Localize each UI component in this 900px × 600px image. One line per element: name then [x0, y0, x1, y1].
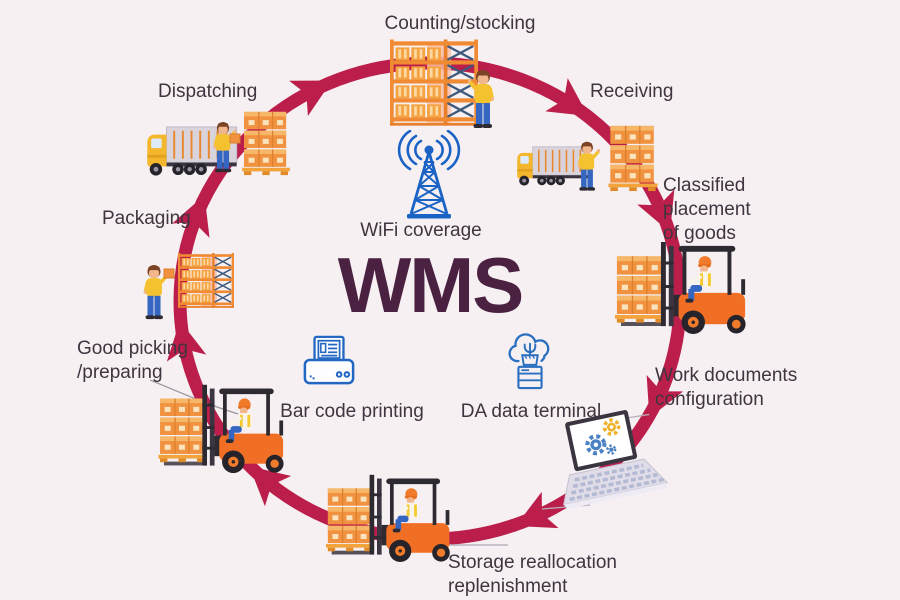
cycle-arrowhead	[637, 189, 675, 233]
cycle-arrowhead	[545, 78, 589, 116]
barcode-printer-icon	[303, 335, 355, 385]
illustration-storage-reallocation	[326, 470, 454, 565]
cycle-arrowhead	[646, 375, 684, 418]
wifi-tower-icon	[397, 130, 461, 219]
illustration-counting-stocking	[390, 38, 496, 130]
illustration-packaging	[141, 251, 234, 322]
label-work-documents: Work documents configuration	[655, 365, 798, 410]
label-da-data-terminal: DA data terminal	[460, 401, 602, 422]
cycle-arrowhead	[249, 466, 292, 507]
illustration-classified-placement	[615, 237, 750, 337]
label-classified-placement: Classified placement of goods	[663, 175, 751, 244]
cloud-data-terminal-icon	[508, 333, 550, 390]
illustration-receiving	[516, 125, 658, 193]
cycle-arrowhead	[172, 195, 210, 238]
label-receiving: Receiving	[590, 81, 674, 102]
label-storage-reallocation: Storage reallocation replenishment	[448, 552, 617, 597]
label-packaging: Packaging	[102, 208, 191, 229]
illustration-dispatching	[146, 111, 290, 176]
label-counting-stocking: Counting/stocking	[384, 13, 536, 34]
label-bar-code-printing: Bar code printing	[280, 401, 424, 422]
label-dispatching: Dispatching	[158, 81, 258, 102]
cycle-arrowhead	[515, 491, 559, 529]
label-good-picking: Good picking /preparing	[77, 338, 188, 383]
label-wifi-coverage: WiFi coverage	[360, 220, 482, 241]
illustration-work-documents-laptop	[563, 410, 669, 510]
wms-title: WMS	[337, 241, 525, 329]
illustration-good-picking	[158, 380, 288, 476]
cycle-arrowhead	[166, 320, 207, 362]
cycle-arrowhead	[289, 80, 333, 117]
